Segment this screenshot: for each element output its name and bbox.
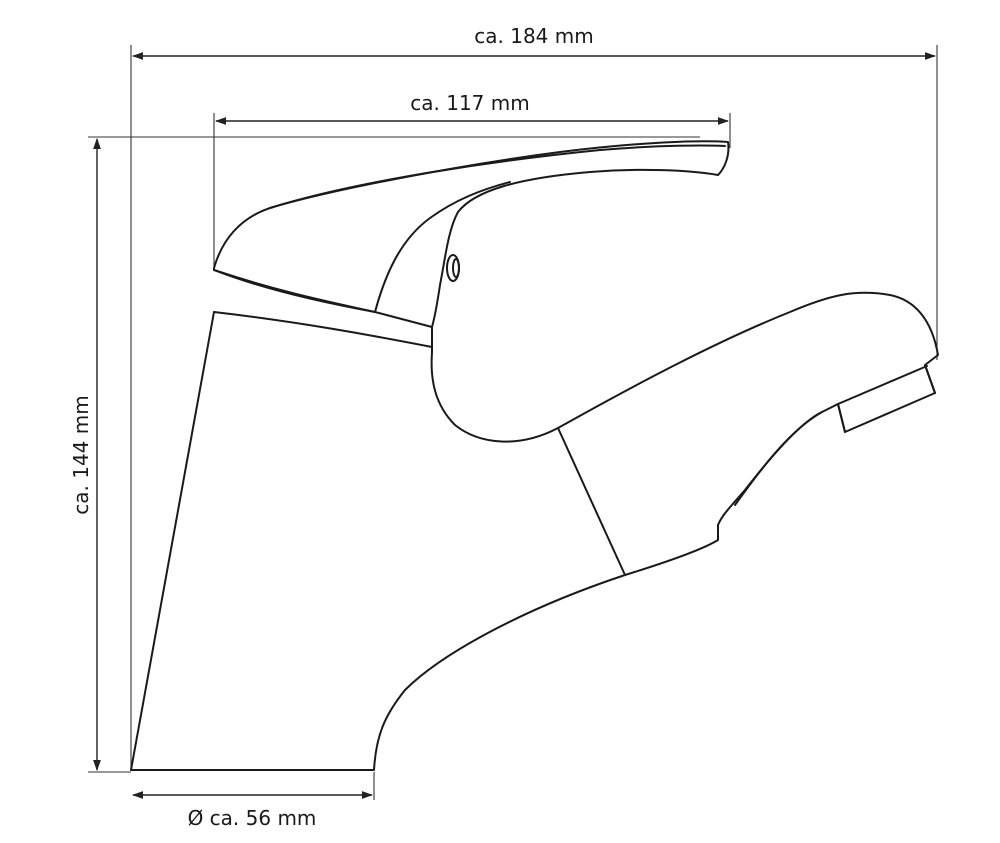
- dimension-height: ca. 144 mm: [69, 136, 700, 773]
- aerator-left-edge: [837, 403, 846, 433]
- lever-top-edge: [269, 144, 726, 209]
- faucet-body: [130, 291, 939, 771]
- aerator-right-edge: [924, 364, 936, 394]
- label-height: ca. 144 mm: [69, 395, 93, 514]
- pivot-screw-inner: [452, 258, 460, 278]
- label-base-diameter: Ø ca. 56 mm: [188, 806, 317, 830]
- body-top-edge: [213, 311, 433, 348]
- dimension-overall-width: ca. 184 mm: [130, 24, 938, 770]
- lever-outline: [213, 140, 730, 328]
- label-overall-width: ca. 184 mm: [474, 24, 593, 48]
- lever-hub-curve: [374, 181, 511, 313]
- lever-bottom-edge: [213, 269, 376, 313]
- lever-handle: [213, 140, 730, 328]
- faucet-outline: [130, 291, 939, 771]
- spout-underside: [734, 411, 823, 506]
- label-lever-length: ca. 117 mm: [410, 91, 529, 115]
- dimension-lever-length: ca. 117 mm: [213, 91, 731, 268]
- aerator-top-edge: [837, 365, 928, 405]
- dimension-base-diameter: Ø ca. 56 mm: [131, 772, 375, 830]
- spout-seam: [557, 427, 626, 576]
